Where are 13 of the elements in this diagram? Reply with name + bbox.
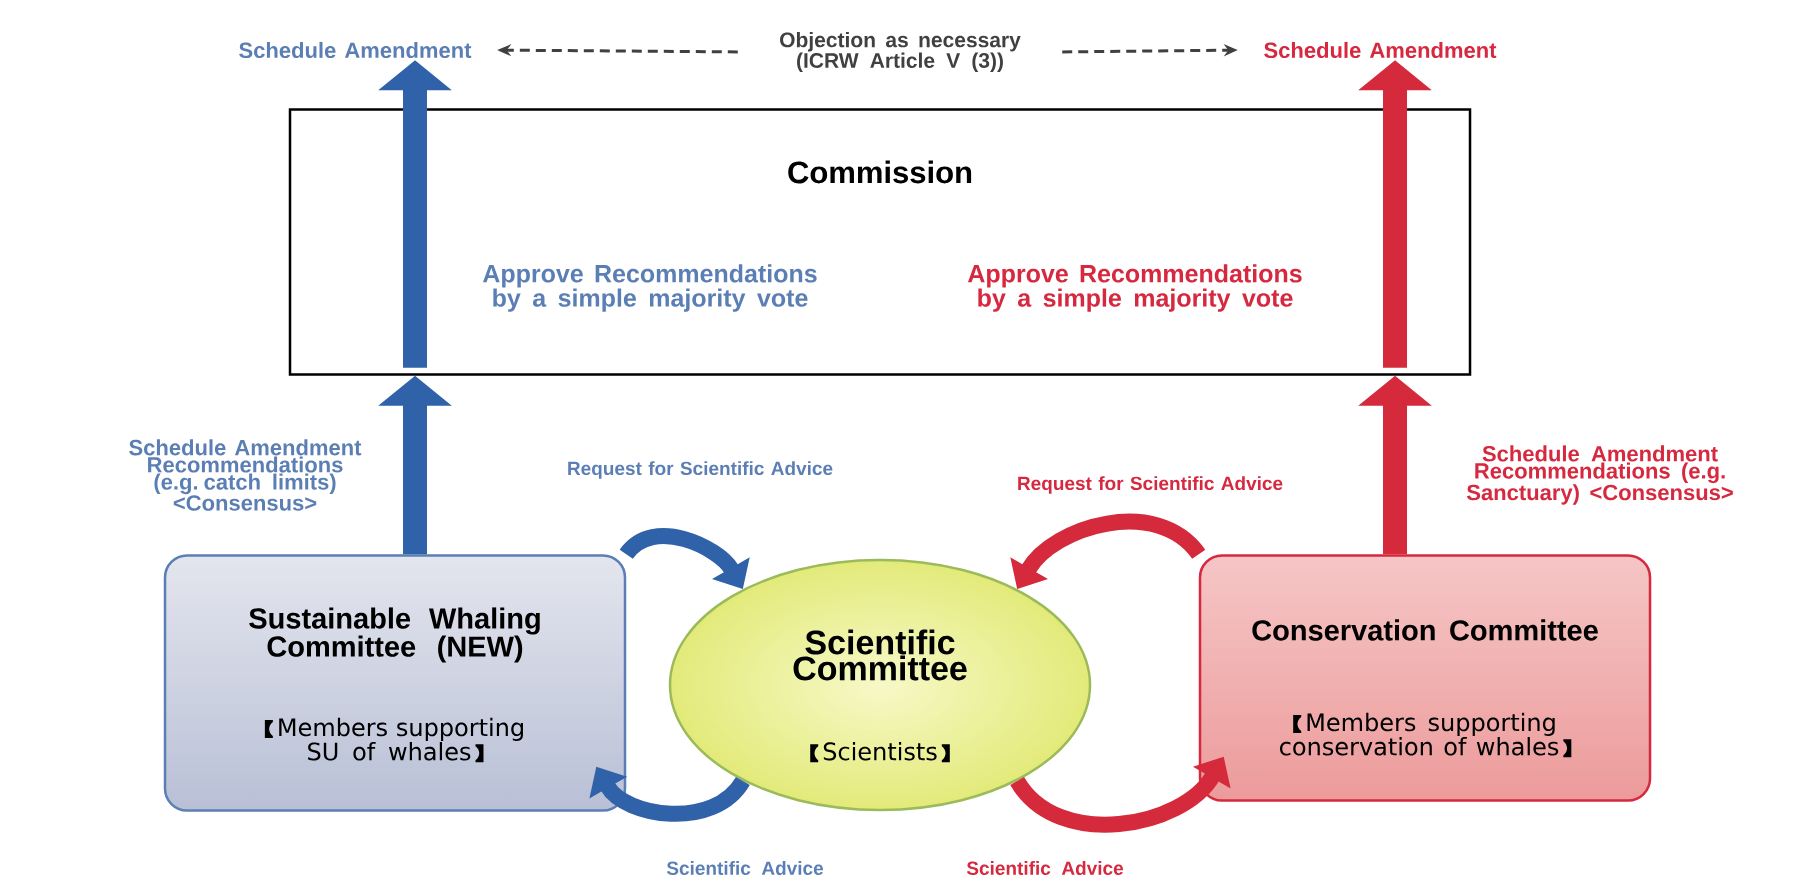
note-text: Objection as necessary (ICRW Article V (3)) <box>780 31 1021 73</box>
heading-text: Schedule Amendment <box>239 41 472 59</box>
approval-text: Approve Recommendations by a simple majority vote <box>967 264 1302 312</box>
edge-label: Scientific Advice <box>966 861 1123 875</box>
edge-label: Request for Scientific Advice <box>1018 476 1283 494</box>
heading-text: Schedule Amendment <box>1264 41 1497 59</box>
approval-text: Approve Recommendations by a simple majority vote <box>482 264 817 312</box>
committee-box: Conservation Committee Members supporting conservation of whales <box>1198 554 1652 802</box>
edge-label: Scientific Advice <box>666 861 823 875</box>
edge-label: Request for Scientific Advice <box>568 461 833 479</box>
committee-box: Sustainable Whaling Committee (NEW) Members supporting SU of whales <box>163 554 627 812</box>
edge-label: Schedule Amendment Recommendations (e.g. catch limits) <Consensus> <box>129 439 362 511</box>
edge-label: Schedule Amendment Recommendations (e.g. Sanctuary) <Consensus> <box>1466 445 1733 505</box>
